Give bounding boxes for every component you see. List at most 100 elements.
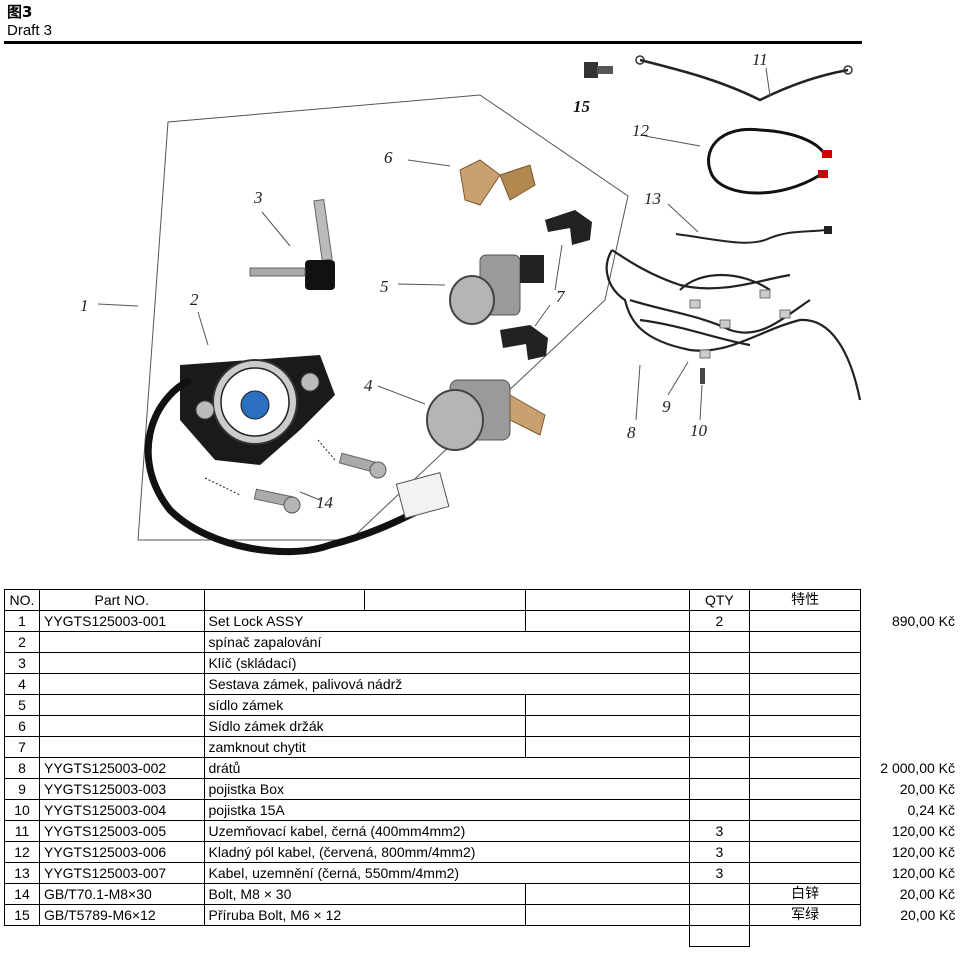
row-price: 2 000,00 Kč xyxy=(880,760,955,776)
row-no: 10 xyxy=(4,799,40,821)
row-part-no: YYGTS125003-004 xyxy=(38,799,205,821)
row-part-no: GB/T5789-M6×12 xyxy=(38,904,205,926)
part-13-ground-cable xyxy=(675,229,827,244)
row-no: 11 xyxy=(4,820,40,842)
callout-7a: 7 xyxy=(556,287,566,306)
row-qty: 3 xyxy=(688,820,751,842)
row-feature xyxy=(749,631,862,653)
part-3-folding-key xyxy=(249,199,335,290)
row-feature xyxy=(749,862,862,884)
row-description: Příruba Bolt, M6 × 12 xyxy=(203,904,365,926)
row-no: 6 xyxy=(4,715,40,737)
row-qty: 2 xyxy=(688,610,751,632)
part-7-lock-catch-lower xyxy=(500,325,548,360)
row-description: spínač zapalování xyxy=(203,631,690,653)
part-8-wire-harness xyxy=(605,249,862,401)
row-no: 12 xyxy=(4,841,40,863)
row-price: 0,24 Kč xyxy=(907,802,955,818)
row-price: 20,00 Kč xyxy=(900,907,956,923)
row-price: 120,00 Kč xyxy=(891,844,955,860)
row-description: pojistka Box xyxy=(203,778,690,800)
header-qty: QTY xyxy=(688,589,751,611)
row-qty: 3 xyxy=(688,841,751,863)
row-no: 15 xyxy=(4,904,40,926)
callout-15: 15 xyxy=(573,97,591,116)
row-price xyxy=(861,653,960,674)
row-description: Bolt, M8 × 30 xyxy=(203,883,365,905)
callout-6: 6 xyxy=(384,148,393,167)
row-qty xyxy=(688,883,751,905)
row-part-no xyxy=(38,736,205,758)
figure-label: 图3 xyxy=(7,3,33,21)
row-no: 13 xyxy=(4,862,40,884)
row-qty xyxy=(688,694,751,716)
row-price xyxy=(861,632,960,653)
callout-14: 14 xyxy=(316,493,334,512)
part-10-fuse xyxy=(700,368,705,384)
row-feature xyxy=(749,694,862,716)
row-feature xyxy=(749,778,862,800)
part-12-positive-cable xyxy=(707,127,827,195)
row-qty xyxy=(688,673,751,695)
callout-5: 5 xyxy=(380,277,389,296)
part-7-lock-catch-upper xyxy=(545,210,592,245)
row-qty xyxy=(688,631,751,653)
row-description: Klíč (skládací) xyxy=(203,652,690,674)
row-price xyxy=(861,674,960,695)
row-no: 1 xyxy=(4,610,40,632)
header-no: NO. xyxy=(4,589,40,611)
header-part-no: Part NO. xyxy=(38,589,205,611)
row-qty xyxy=(688,799,751,821)
row-no: 14 xyxy=(4,883,40,905)
row-qty: 3 xyxy=(688,862,751,884)
callout-3: 3 xyxy=(253,188,263,207)
row-no: 4 xyxy=(4,673,40,695)
row-no: 7 xyxy=(4,736,40,758)
row-part-no xyxy=(38,652,205,674)
row-qty xyxy=(688,904,751,926)
row-feature xyxy=(749,652,862,674)
row-price: 890,00 Kč xyxy=(891,613,955,629)
header-feature: 特性 xyxy=(749,589,862,611)
exploded-parts-diagram: 1 2 3 4 5 6 7 7 8 9 10 11 12 13 14 15 xyxy=(80,50,862,556)
row-part-no: YYGTS125003-006 xyxy=(38,841,205,863)
row-part-no: YYGTS125003-001 xyxy=(38,610,205,632)
row-feature xyxy=(749,841,862,863)
row-price xyxy=(861,716,960,737)
callout-11: 11 xyxy=(752,50,768,69)
row-qty xyxy=(688,778,751,800)
row-price: 120,00 Kč xyxy=(891,823,955,839)
row-feature xyxy=(749,736,862,758)
row-description: sídlo zámek xyxy=(203,694,365,716)
part-5-lock-seat xyxy=(449,254,544,325)
row-qty xyxy=(688,715,751,737)
row-part-no: YYGTS125003-005 xyxy=(38,820,205,842)
row-description: Set Lock ASSY xyxy=(203,610,365,632)
callout-9: 9 xyxy=(662,397,671,416)
row-part-no: YYGTS125003-003 xyxy=(38,778,205,800)
part-15-flange-bolt xyxy=(584,62,613,78)
part-6-lock-bracket xyxy=(459,159,536,206)
row-no: 9 xyxy=(4,778,40,800)
callout-13: 13 xyxy=(644,189,661,208)
row-description: Sídlo zámek držák xyxy=(203,715,365,737)
leader-lines xyxy=(97,67,771,501)
row-part-no xyxy=(38,673,205,695)
row-part-no: YYGTS125003-007 xyxy=(38,862,205,884)
row-feature xyxy=(749,757,862,779)
row-part-no: GB/T70.1-M8×30 xyxy=(38,883,205,905)
harness-connectors xyxy=(689,289,791,359)
callout-8: 8 xyxy=(627,423,636,442)
part-14-bolts xyxy=(253,452,387,514)
row-part-no: YYGTS125003-002 xyxy=(38,757,205,779)
